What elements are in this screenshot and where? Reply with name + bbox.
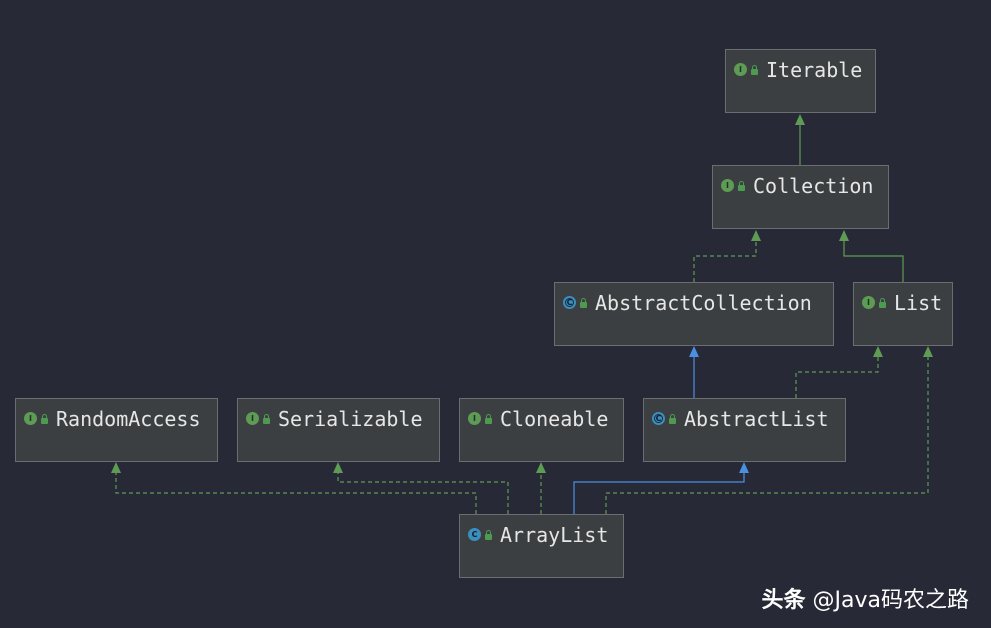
node-label: Cloneable: [500, 407, 609, 431]
public-lock-icon: [41, 413, 48, 424]
public-lock-icon: [669, 413, 676, 424]
public-lock-icon: [263, 413, 270, 424]
node-abstract-collection[interactable]: C AbstractCollection: [554, 282, 834, 346]
node-iterable[interactable]: I Iterable: [725, 49, 876, 113]
interface-icon: I: [721, 179, 734, 192]
interface-icon: I: [734, 63, 747, 76]
abstract-class-icon: C: [563, 296, 576, 309]
node-label: ArrayList: [500, 523, 609, 547]
arrowhead-collection-right: [839, 230, 849, 241]
public-lock-icon: [485, 529, 492, 540]
watermark: 头条 @Java码农之路: [762, 582, 970, 614]
public-lock-icon: [751, 64, 758, 75]
node-label: Iterable: [766, 58, 863, 82]
node-label: AbstractList: [684, 407, 829, 431]
node-label: AbstractCollection: [595, 291, 812, 315]
arrowhead-cloneable: [536, 462, 546, 473]
watermark-text: @Java码农之路: [812, 588, 969, 613]
node-collection[interactable]: I Collection: [712, 165, 889, 229]
edge-list-collection: [843, 236, 904, 282]
node-label: Serializable: [278, 407, 423, 431]
edge-abstractcollection-collection: [693, 236, 757, 282]
edge-arraylist-serializable: [337, 468, 509, 514]
arrowhead-randomaccess: [111, 462, 121, 473]
public-lock-icon: [580, 297, 587, 308]
arrowhead-abstractlist: [739, 462, 749, 473]
node-label: RandomAccess: [56, 407, 201, 431]
class-icon: C: [468, 528, 481, 541]
interface-icon: I: [24, 412, 37, 425]
node-label: Collection: [753, 174, 874, 198]
public-lock-icon: [738, 180, 745, 191]
node-serializable[interactable]: I Serializable: [237, 398, 440, 462]
edge-arraylist-abstractlist: [573, 468, 745, 514]
arrowhead-list-right: [923, 346, 933, 357]
arrowhead-abstractcollection: [689, 346, 699, 357]
interface-icon: I: [862, 296, 875, 309]
node-label: List: [894, 291, 943, 315]
interface-icon: I: [468, 412, 481, 425]
public-lock-icon: [485, 413, 492, 424]
node-array-list[interactable]: C ArrayList: [459, 514, 624, 578]
node-abstract-list[interactable]: C AbstractList: [643, 398, 846, 462]
node-cloneable[interactable]: I Cloneable: [459, 398, 624, 462]
abstract-class-icon: C: [652, 412, 665, 425]
public-lock-icon: [879, 297, 886, 308]
arrowhead-list-left: [873, 346, 883, 357]
node-list[interactable]: I List: [853, 282, 953, 346]
edge-arraylist-randomaccess: [115, 468, 477, 514]
node-random-access[interactable]: I RandomAccess: [15, 398, 218, 462]
arrowhead-iterable: [795, 114, 805, 125]
arrowhead-serializable: [333, 462, 343, 473]
edge-abstractlist-list: [795, 352, 879, 398]
interface-icon: I: [246, 412, 259, 425]
watermark-prefix: 头条: [761, 588, 806, 613]
edge-arraylist-list: [605, 352, 929, 514]
arrowhead-collection-left: [751, 230, 761, 241]
